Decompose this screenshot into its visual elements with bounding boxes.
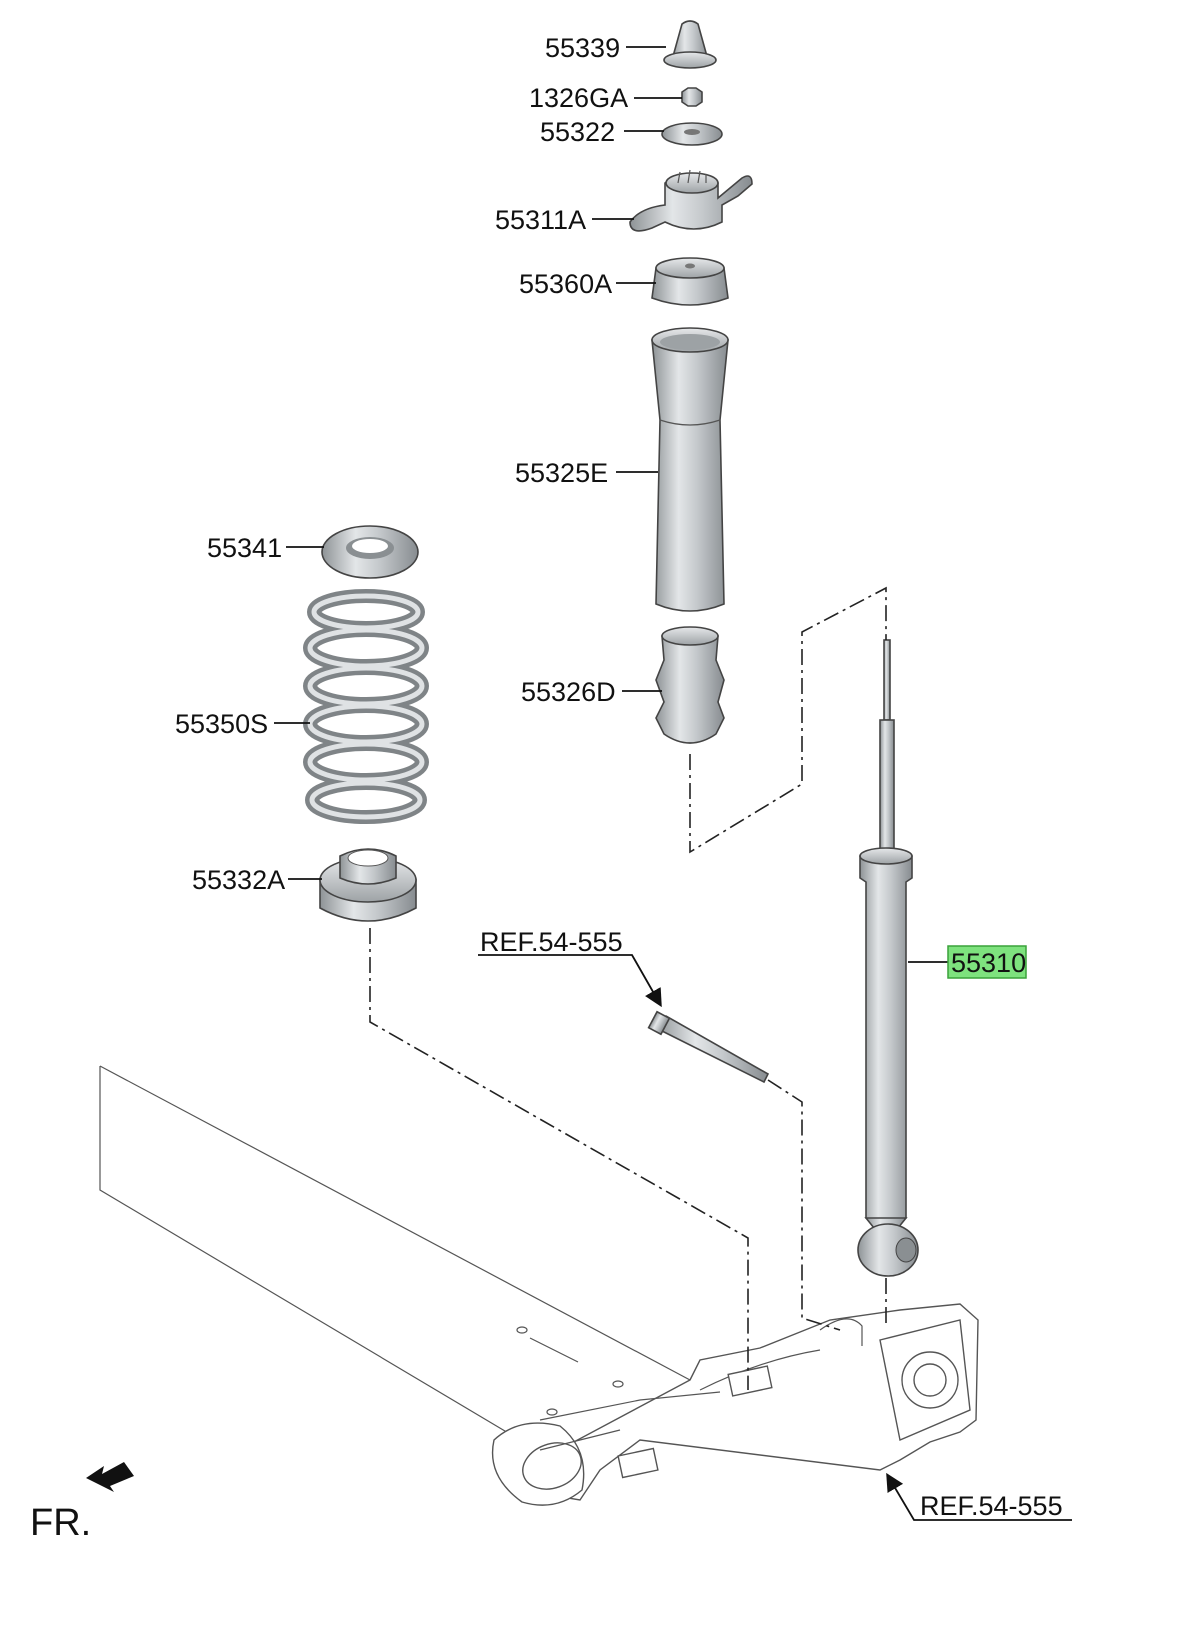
- ref-label-axle[interactable]: REF.54-555: [920, 1491, 1063, 1521]
- label-1326GA[interactable]: 1326GA: [529, 83, 628, 113]
- part-55339-dust-cap[interactable]: [663, 20, 717, 69]
- front-label: FR.: [30, 1502, 91, 1544]
- label-55341[interactable]: 55341: [207, 533, 282, 563]
- part-55360A-bearing[interactable]: [651, 257, 729, 306]
- part-55310-shock-absorber[interactable]: [857, 639, 919, 1277]
- ref-group-axle: REF.54-555: [886, 1472, 1072, 1521]
- ref-group-bolt: REF.54-555: [478, 927, 662, 1008]
- highlight-box-55310: [947, 945, 1027, 979]
- label-group-55350S: 55350S: [175, 709, 310, 739]
- label-55360A[interactable]: 55360A: [519, 269, 612, 299]
- label-group-55322: 55322: [540, 117, 664, 147]
- rear-axle-beam: [99, 1065, 979, 1506]
- part-1326GA-nut[interactable]: [681, 87, 703, 107]
- label-group-55326D: 55326D: [521, 677, 662, 707]
- part-55341-spring-pad[interactable]: [321, 525, 419, 579]
- part-55325E-dust-cover[interactable]: [651, 327, 729, 612]
- label-55311A[interactable]: 55311A: [495, 205, 586, 235]
- part-55311A-upper-mount[interactable]: [629, 169, 753, 232]
- label-55350S[interactable]: 55350S: [175, 709, 268, 739]
- ref-label-bolt[interactable]: REF.54-555: [480, 927, 623, 957]
- label-group-55325E: 55325E: [515, 458, 658, 488]
- label-group-55332A: 55332A: [192, 865, 322, 895]
- label-55326D[interactable]: 55326D: [521, 677, 616, 707]
- label-55339[interactable]: 55339: [545, 33, 620, 63]
- label-group-55341: 55341: [207, 533, 324, 563]
- label-55325E[interactable]: 55325E: [515, 458, 608, 488]
- front-direction-indicator: FR.: [30, 1462, 134, 1544]
- front-arrow-icon: [86, 1462, 134, 1492]
- label-group-55310: 55310: [908, 945, 1027, 979]
- label-55332A[interactable]: 55332A: [192, 865, 285, 895]
- label-group-55339: 55339: [545, 33, 666, 63]
- label-group-55360A: 55360A: [519, 269, 656, 299]
- part-55332A-lower-seat[interactable]: [319, 848, 417, 922]
- label-55310[interactable]: 55310: [951, 948, 1026, 978]
- part-55322-washer[interactable]: [661, 122, 723, 146]
- label-55322[interactable]: 55322: [540, 117, 615, 147]
- part-55326D-bump-stop[interactable]: [655, 626, 725, 744]
- label-group-55311A: 55311A: [495, 205, 634, 235]
- assembly-centerlines: [369, 586, 887, 1390]
- part-bolt: [647, 1010, 770, 1084]
- label-group-1326GA: 1326GA: [529, 83, 682, 113]
